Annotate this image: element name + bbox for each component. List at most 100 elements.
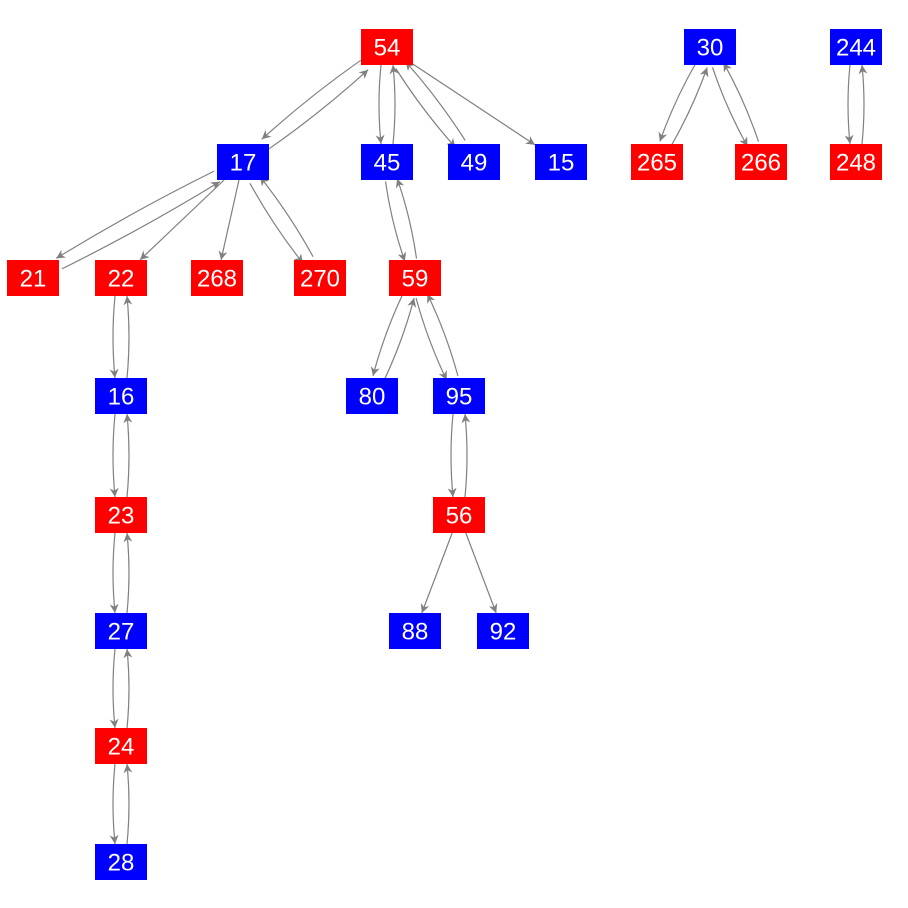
node-box: [477, 613, 529, 649]
edge-17-to-22: [139, 179, 225, 261]
edge-95-to-56: [447, 413, 457, 498]
node-box: [830, 29, 882, 65]
node-box: [95, 378, 147, 414]
node-box: [217, 144, 269, 180]
node-268[interactable]: 268: [191, 260, 243, 296]
edge-27-to-23: [123, 532, 133, 614]
edge-23-to-27: [109, 532, 119, 614]
edge-30-to-266: [711, 67, 749, 147]
node-265[interactable]: 265: [631, 144, 683, 180]
node-label: 248: [836, 150, 876, 177]
node-244[interactable]: 244: [830, 29, 882, 65]
node-label: 59: [402, 266, 429, 293]
node-80[interactable]: 80: [346, 378, 398, 414]
node-label: 266: [741, 150, 781, 177]
node-15[interactable]: 15: [535, 144, 587, 180]
node-box: [294, 260, 346, 296]
node-28[interactable]: 28: [95, 844, 147, 880]
node-label: 15: [548, 150, 575, 177]
node-56[interactable]: 56: [433, 497, 485, 533]
node-label: 265: [637, 150, 677, 177]
node-label: 56: [446, 503, 473, 530]
node-59[interactable]: 59: [389, 260, 441, 296]
node-box: [95, 844, 147, 880]
node-88[interactable]: 88: [389, 613, 441, 649]
edge-56-to-88: [420, 532, 453, 614]
node-label: 244: [836, 35, 876, 62]
node-label: 23: [108, 503, 135, 530]
edge-266-to-30: [722, 62, 760, 142]
node-45[interactable]: 45: [361, 144, 413, 180]
edge-59-to-80: [370, 293, 404, 377]
node-label: 92: [490, 619, 517, 646]
node-22[interactable]: 22: [95, 260, 147, 296]
edge-22-to-16: [109, 295, 119, 379]
node-box: [191, 260, 243, 296]
edge-17-to-54: [268, 69, 369, 150]
edge-54-to-49: [395, 68, 457, 149]
edge-45-to-59: [384, 181, 407, 262]
edge-56-to-92: [465, 532, 498, 614]
node-box: [346, 378, 398, 414]
node-label: 270: [300, 266, 340, 293]
node-box: [95, 728, 147, 764]
node-16[interactable]: 16: [95, 378, 147, 414]
edge-244-to-248: [844, 64, 854, 145]
node-54[interactable]: 54: [361, 29, 413, 65]
node-270[interactable]: 270: [294, 260, 346, 296]
node-box: [735, 144, 787, 180]
edge-16-to-22: [123, 295, 133, 379]
edge-17-to-268: [218, 179, 240, 261]
edge-270-to-17: [259, 176, 314, 257]
node-label: 45: [374, 150, 401, 177]
node-23[interactable]: 23: [95, 497, 147, 533]
node-box: [389, 260, 441, 296]
node-label: 88: [402, 619, 429, 646]
node-box: [389, 613, 441, 649]
node-box: [448, 144, 500, 180]
node-17[interactable]: 17: [217, 144, 269, 180]
edge-17-to-270: [249, 183, 304, 264]
edge-59-to-45: [395, 178, 418, 259]
node-95[interactable]: 95: [433, 378, 485, 414]
edge-28-to-24: [123, 763, 133, 845]
edge-54-to-45: [375, 64, 385, 145]
edge-54-to-15: [412, 63, 536, 146]
edge-23-to-16: [123, 413, 133, 498]
node-label: 27: [108, 619, 135, 646]
node-label: 22: [108, 266, 135, 293]
edge-21-to-17: [61, 181, 221, 270]
node-label: 54: [374, 35, 401, 62]
edges-layer: [55, 59, 868, 845]
node-label: 17: [230, 150, 257, 177]
node-label: 30: [697, 35, 724, 62]
node-24[interactable]: 24: [95, 728, 147, 764]
node-266[interactable]: 266: [735, 144, 787, 180]
node-21[interactable]: 21: [7, 260, 59, 296]
node-30[interactable]: 30: [684, 29, 736, 65]
edge-49-to-54: [404, 60, 466, 141]
node-box: [535, 144, 587, 180]
edge-80-to-59: [383, 297, 417, 381]
node-92[interactable]: 92: [477, 613, 529, 649]
edge-54-to-17: [261, 59, 362, 140]
edge-24-to-27: [123, 648, 133, 729]
edge-17-to-21: [55, 170, 215, 259]
nodes-layer: 54 30 244 17 45 49 15 265 266 248 21 22 268 270 59 16 80…: [7, 29, 882, 880]
edge-16-to-23: [109, 413, 119, 498]
node-label: 16: [108, 384, 135, 411]
edge-27-to-24: [109, 648, 119, 729]
node-box: [684, 29, 736, 65]
node-label: 268: [197, 266, 237, 293]
node-label: 49: [461, 150, 488, 177]
edge-56-to-95: [461, 413, 471, 498]
node-248[interactable]: 248: [830, 144, 882, 180]
node-49[interactable]: 49: [448, 144, 500, 180]
node-27[interactable]: 27: [95, 613, 147, 649]
edge-24-to-28: [109, 763, 119, 845]
node-box: [433, 378, 485, 414]
node-label: 95: [446, 384, 473, 411]
node-label: 24: [108, 734, 135, 761]
edge-45-to-54: [389, 64, 399, 145]
edge-265-to-30: [670, 67, 709, 147]
